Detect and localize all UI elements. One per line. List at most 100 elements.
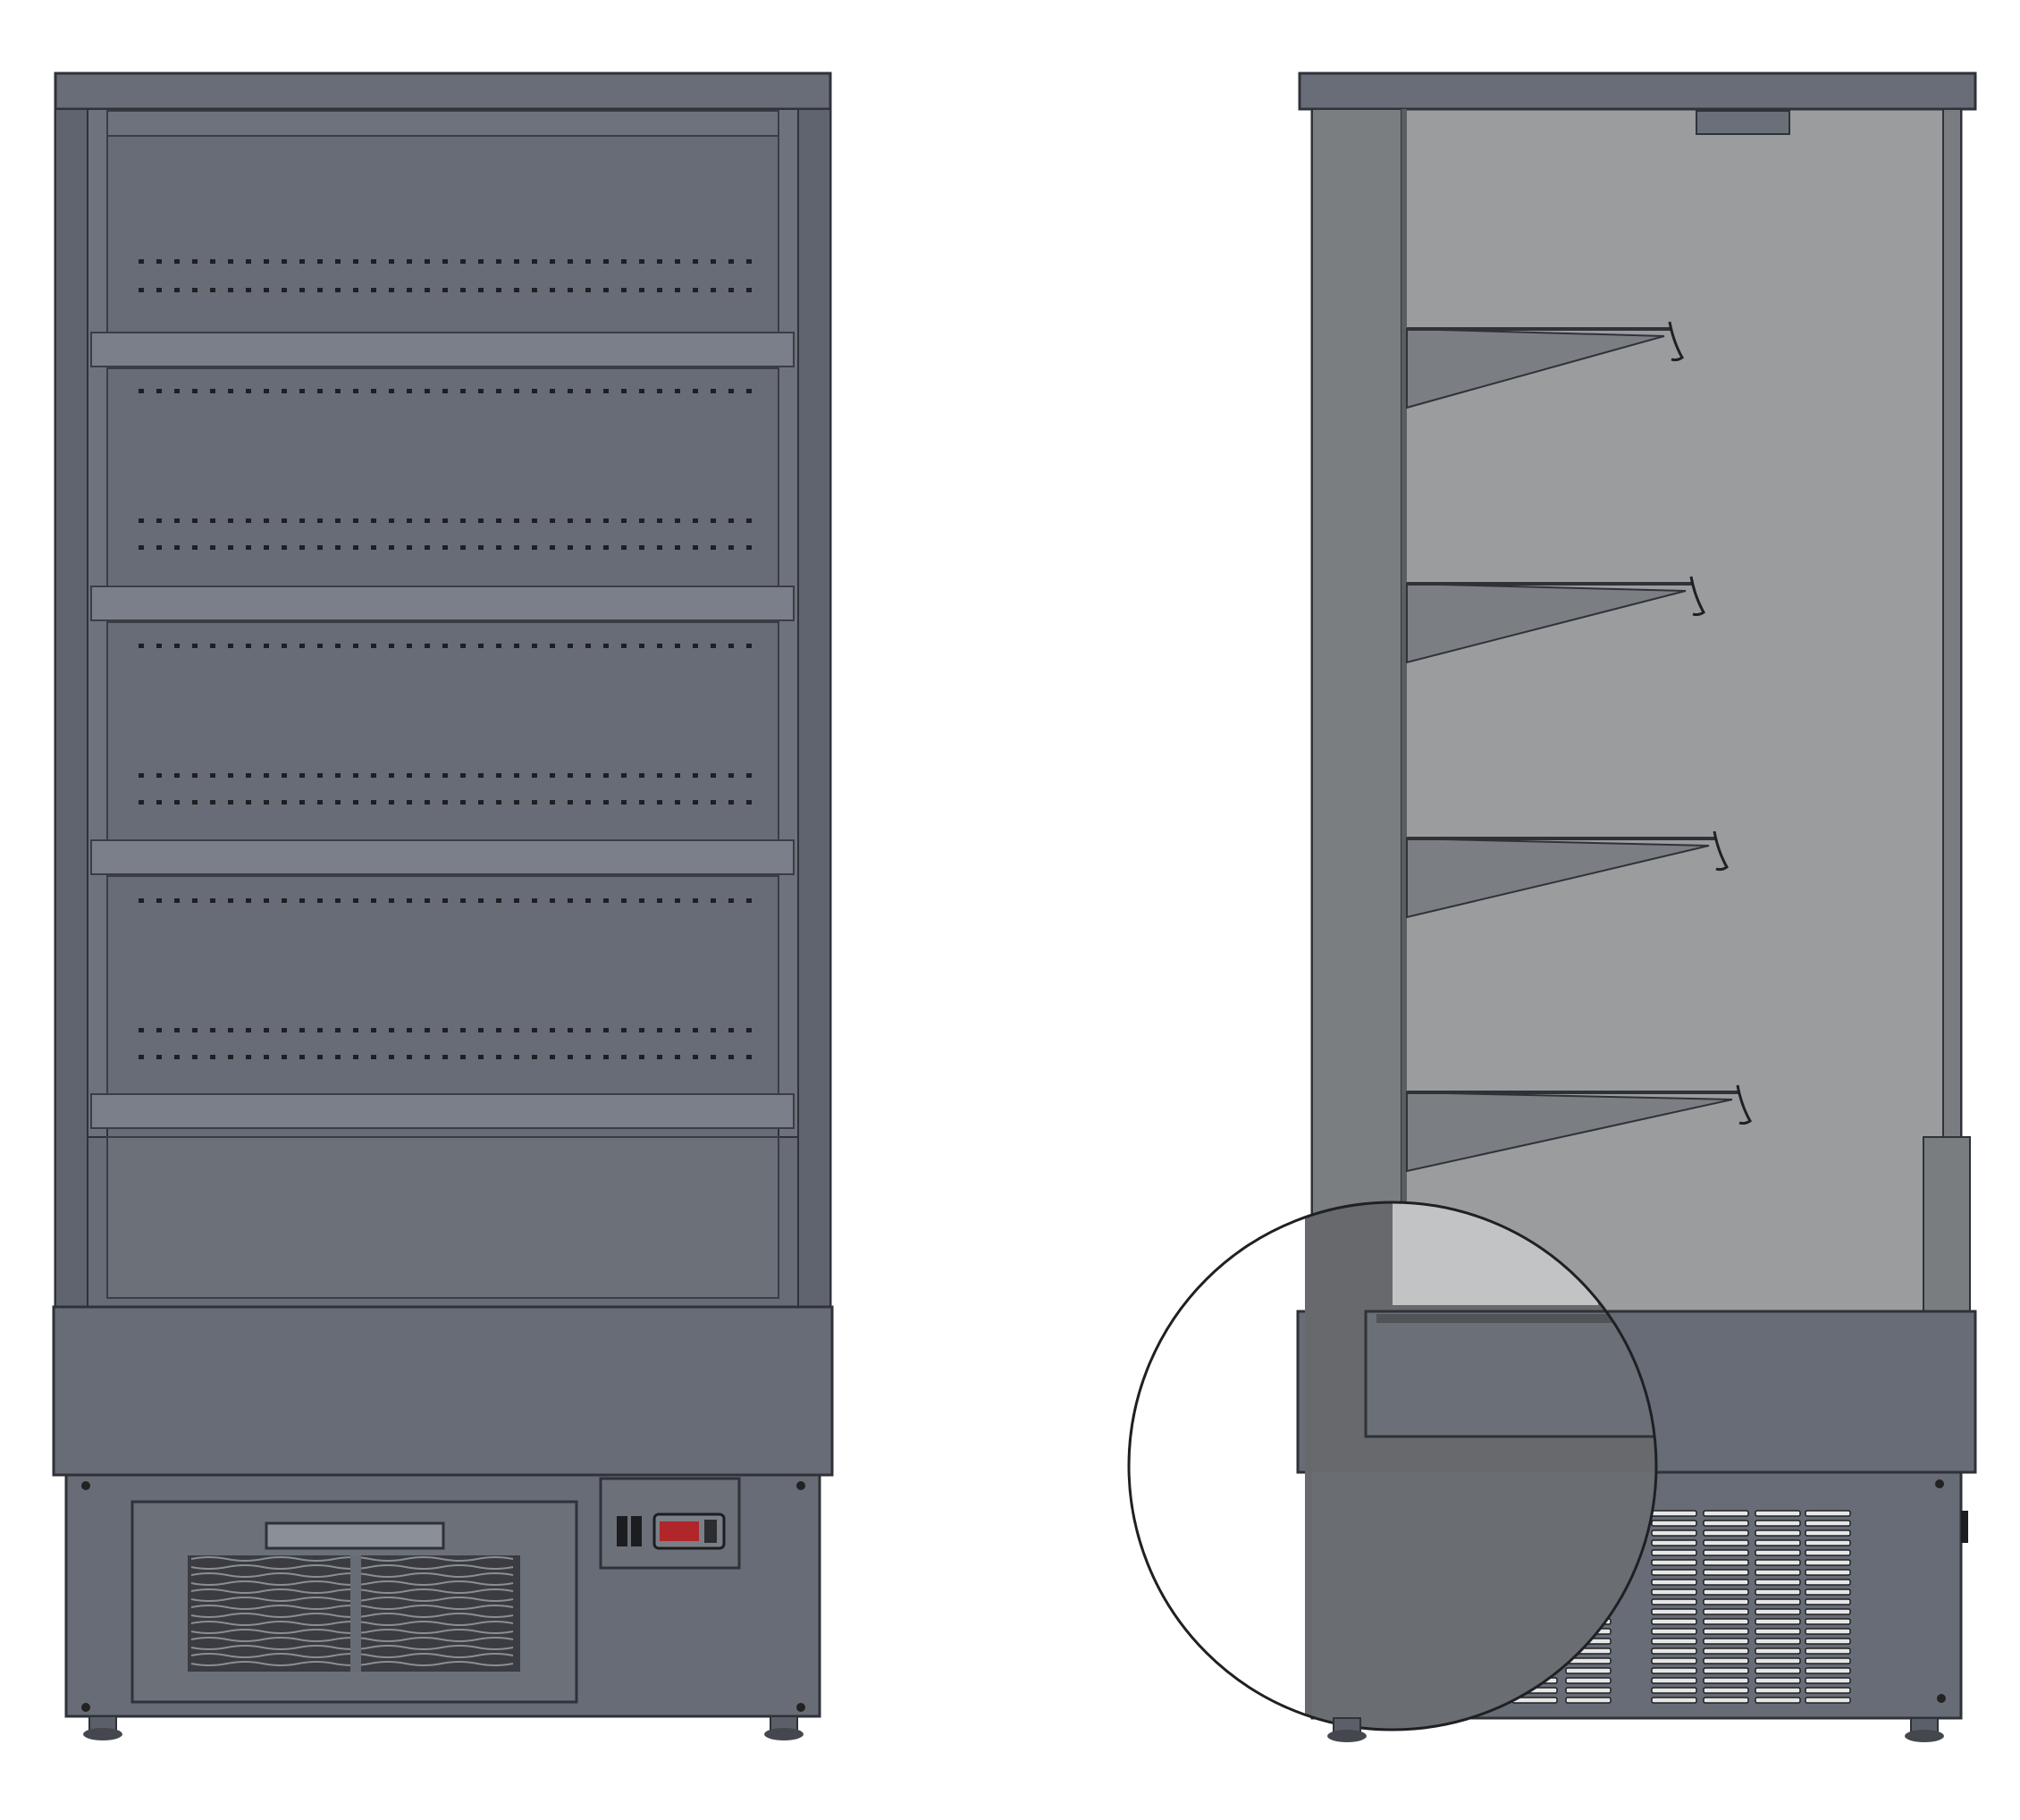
perforation-dot <box>478 1055 484 1059</box>
perforation-dot <box>603 1028 609 1032</box>
louver-slat <box>1755 1598 1801 1605</box>
perforation-dot <box>693 644 698 648</box>
perforation-dot <box>514 773 519 778</box>
perforation-dot <box>603 288 609 292</box>
perforation-dot <box>174 288 180 292</box>
perforation-dot <box>603 545 609 550</box>
perforation-dot <box>425 800 430 805</box>
perforation-dot <box>228 800 233 805</box>
perforation-dot <box>317 288 323 292</box>
perforation-dot <box>478 288 484 292</box>
perforation-dot <box>657 545 662 550</box>
perforation-dot <box>353 518 358 523</box>
side-shelf-bracket <box>1406 1091 1733 1173</box>
perforation-dot <box>174 1055 180 1059</box>
perforation-dot <box>389 288 394 292</box>
perforation-dot <box>407 898 412 903</box>
perforation-dot <box>442 389 448 393</box>
perforation-dot <box>711 644 716 648</box>
perforation-dot <box>210 800 215 805</box>
louver-slat <box>1703 1677 1749 1684</box>
perforation-dot <box>657 644 662 648</box>
perforation-dot <box>139 389 144 393</box>
perforation-dot <box>585 898 591 903</box>
perforation-dot <box>460 545 466 550</box>
perforation-dot <box>264 800 269 805</box>
perforation-dot <box>228 389 233 393</box>
perforation-dot <box>264 545 269 550</box>
perforation-dot <box>603 389 609 393</box>
perforation-dot <box>621 1028 627 1032</box>
perforation-dot <box>603 1055 609 1059</box>
perforation-dot <box>389 259 394 264</box>
louver-slat <box>1755 1687 1801 1694</box>
screw <box>796 1703 805 1712</box>
louver-slat <box>1755 1667 1801 1674</box>
louver-slat <box>1805 1618 1851 1625</box>
perforation-dot <box>460 259 466 264</box>
perforation-dot <box>174 545 180 550</box>
perforation-dot <box>228 259 233 264</box>
side-rear-column <box>1311 108 1402 1312</box>
perforation-dot <box>353 545 358 550</box>
louver-slat <box>1805 1569 1851 1576</box>
perforation-dot <box>442 288 448 292</box>
perforation-dot <box>532 545 537 550</box>
perforation-dot <box>139 518 144 523</box>
louver-slat <box>1805 1598 1851 1605</box>
perforation-dot <box>442 800 448 805</box>
perforation-dot <box>532 800 537 805</box>
perforation-dot <box>425 644 430 648</box>
louver-slat <box>1805 1638 1851 1645</box>
perforation-dot <box>246 259 251 264</box>
perforation-dot <box>264 288 269 292</box>
perforation-dot <box>210 773 215 778</box>
condenser-handle[interactable] <box>265 1521 445 1550</box>
perforation-dot <box>514 259 519 264</box>
perforation-dot <box>514 389 519 393</box>
perforation-dot <box>496 518 501 523</box>
perforation-dot <box>174 518 180 523</box>
perforation-dot <box>139 1055 144 1059</box>
perforation-dot <box>192 518 198 523</box>
controller-icon[interactable] <box>617 1512 726 1550</box>
louver-slat <box>1755 1539 1801 1546</box>
perforation-dot <box>603 800 609 805</box>
perforation-dot <box>299 389 305 393</box>
louver-slat <box>1651 1539 1697 1546</box>
perforation-dot <box>746 898 752 903</box>
perforation-dot <box>728 1028 734 1032</box>
louver-slat <box>1703 1638 1749 1645</box>
louver-slat <box>1651 1667 1697 1674</box>
front-back-panels <box>106 135 779 1095</box>
perforation-dot <box>514 898 519 903</box>
perforation-dot <box>264 1055 269 1059</box>
perforation-dot <box>603 773 609 778</box>
perforation-dot <box>496 1055 501 1059</box>
perforation-dot <box>228 898 233 903</box>
front-shelf <box>90 839 795 875</box>
perforation-dot <box>550 259 555 264</box>
perforation-dot <box>335 545 341 550</box>
louver-slat <box>1565 1677 1612 1684</box>
perforation-dot <box>621 800 627 805</box>
perforation-dot <box>156 898 162 903</box>
perforation-dot <box>335 259 341 264</box>
perforation-dot <box>496 389 501 393</box>
louver-slat <box>1703 1549 1749 1556</box>
perforation-dot <box>210 389 215 393</box>
louver-slat <box>1805 1608 1851 1615</box>
side-view <box>1127 72 1977 1742</box>
front-back-panel <box>106 621 779 841</box>
perforation-dot <box>711 1028 716 1032</box>
perforation-dot <box>657 518 662 523</box>
perforation-dot <box>335 1055 341 1059</box>
side-switch[interactable] <box>1961 1511 1968 1543</box>
perforation-dot <box>568 1028 573 1032</box>
perforation-dot <box>728 259 734 264</box>
perforation-dot <box>657 898 662 903</box>
perforation-dot <box>317 259 323 264</box>
perforation-dot <box>550 644 555 648</box>
louver-slat <box>1755 1510 1801 1517</box>
perforation-dot <box>246 800 251 805</box>
